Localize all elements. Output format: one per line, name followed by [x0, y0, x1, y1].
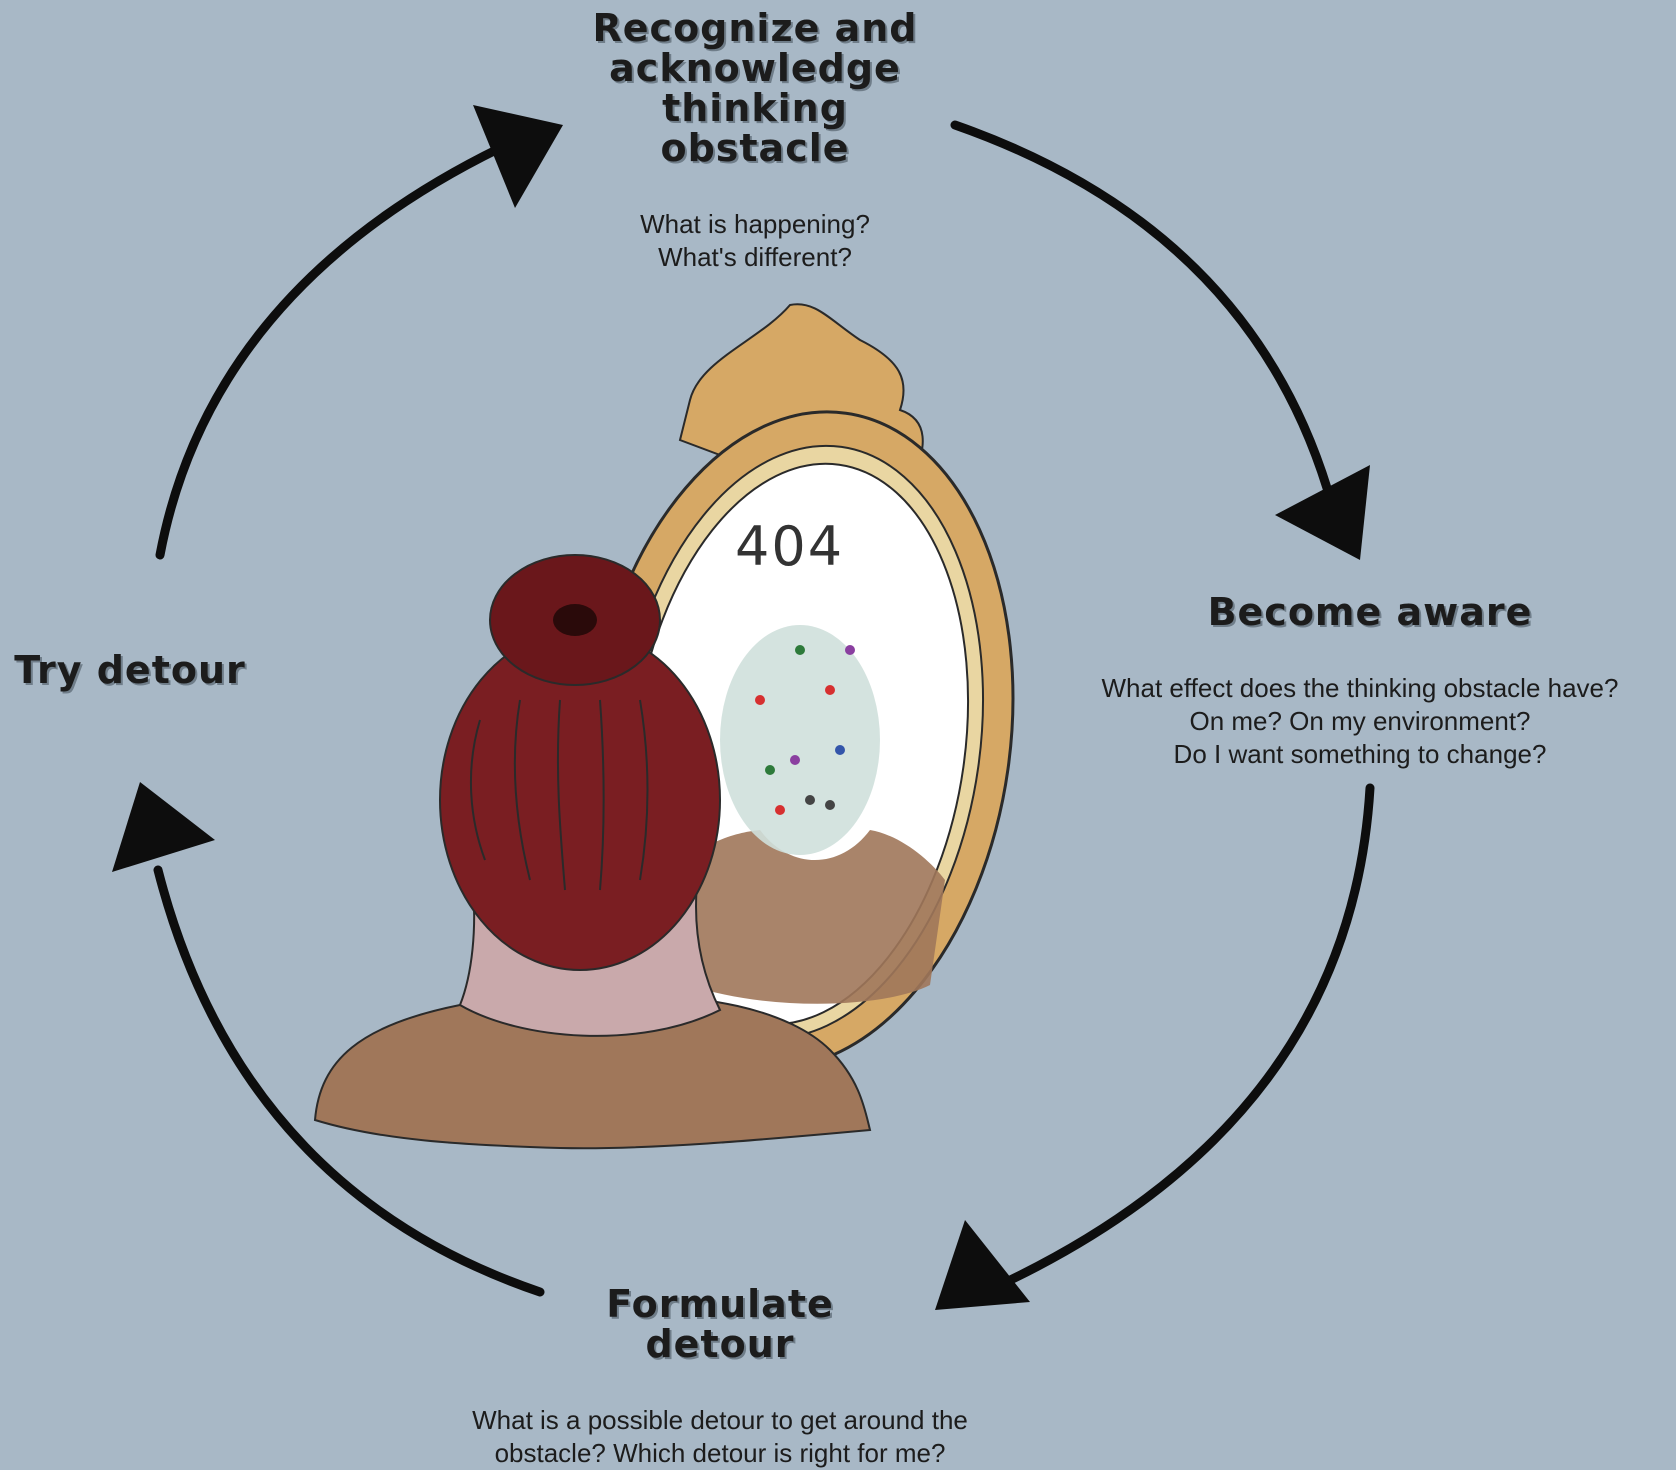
face-dot [845, 645, 855, 655]
face-dot [795, 645, 805, 655]
face-dot [775, 805, 785, 815]
step-recognize-questions: What is happening? What's different? [555, 208, 955, 274]
face-dot [805, 795, 815, 805]
step-formulate-title: Formulate detour [540, 1284, 900, 1364]
pixelated-face [720, 625, 880, 855]
face-dot [825, 800, 835, 810]
face-dot [825, 685, 835, 695]
mirror-illustration: 404 [315, 304, 1054, 1148]
face-shape [720, 625, 880, 855]
step-recognize-title: Recognize and acknowledge thinking obsta… [555, 8, 955, 168]
arrow-aware-to-formulate [1000, 788, 1370, 1285]
mirror-404-text: 404 [735, 515, 844, 578]
arrowhead-formulate [935, 1220, 1030, 1310]
step-formulate-questions: What is a possible detour to get around … [400, 1404, 1040, 1470]
face-dot [835, 745, 845, 755]
person-hair-bun-center [553, 604, 597, 636]
face-dot [755, 695, 765, 705]
arrow-try-to-recognize [160, 148, 500, 555]
step-try-title: Try detour [10, 650, 250, 690]
arrow-recognize-to-aware [955, 125, 1332, 505]
step-aware-title: Become aware [1130, 592, 1610, 632]
arrowhead-try [112, 782, 215, 872]
face-dot [765, 765, 775, 775]
face-dot [790, 755, 800, 765]
step-aware-questions: What effect does the thinking obstacle h… [1060, 672, 1660, 771]
